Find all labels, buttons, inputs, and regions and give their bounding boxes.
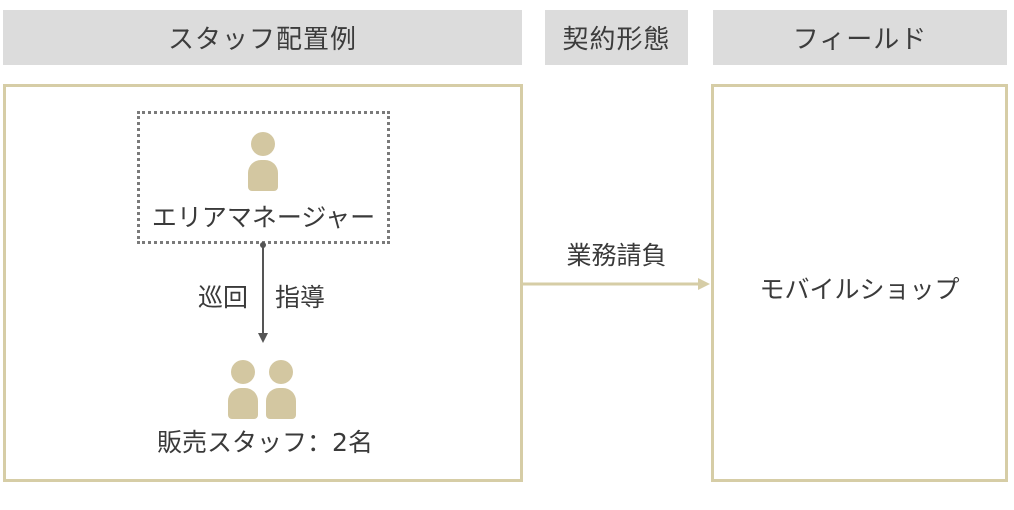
manager-to-staff-arrow [258, 242, 268, 343]
contract-arrow [523, 278, 710, 290]
contract-type-label: 業務請負 [566, 241, 667, 270]
area-manager-person-icon [248, 132, 278, 192]
header-staff-placement: スタッフ配置例 [3, 10, 522, 65]
header-field: フィールド [713, 10, 1007, 65]
sales-staff-person-icon-2 [266, 360, 296, 420]
sales-staff-person-icon-1 [228, 360, 258, 420]
patrol-label: 巡回 [197, 283, 248, 312]
field-panel [711, 84, 1008, 482]
sales-staff-label: 販売スタッフ：2名 [157, 428, 373, 457]
guidance-label: 指導 [275, 283, 326, 312]
area-manager-label: エリアマネージャー [151, 203, 376, 232]
header-contract-type: 契約形態 [545, 10, 688, 65]
mobile-shop-label: モバイルショップ [759, 275, 960, 304]
